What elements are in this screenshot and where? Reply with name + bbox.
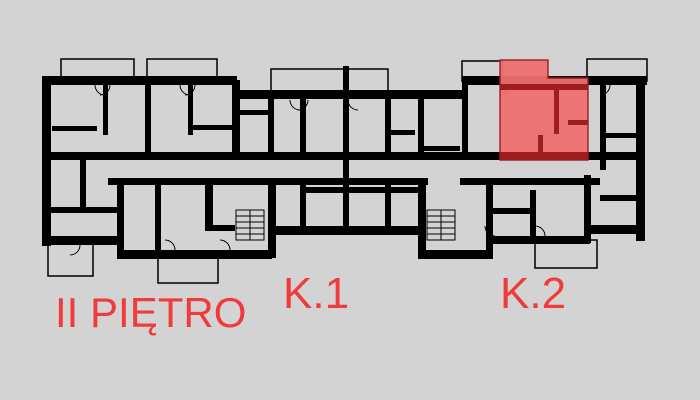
highlighted-apartment[interactable] — [499, 59, 589, 161]
floor-label: II PIĘTRO — [55, 289, 247, 336]
stairs — [235, 209, 456, 241]
staircase-label-k2: K.2 — [500, 269, 567, 318]
staircase-label-k1: K.1 — [283, 269, 350, 318]
balcony — [47, 242, 94, 277]
walls — [42, 66, 647, 259]
highlighted-apartment-walls — [500, 84, 588, 160]
balcony — [157, 257, 219, 284]
balcony — [534, 239, 598, 269]
